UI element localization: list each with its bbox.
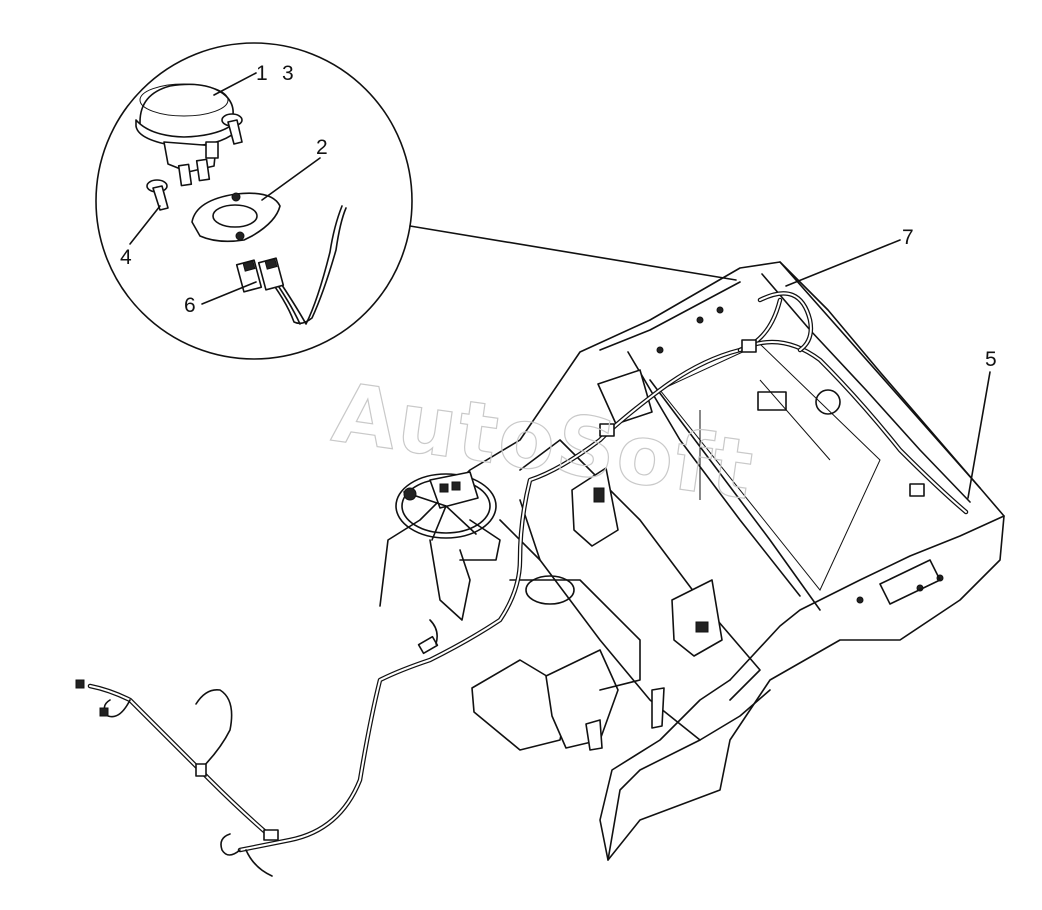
leader-6 [201,281,257,305]
callout-1: 1 [256,62,268,85]
callout-5: 5 [985,348,997,371]
frame-assembly [379,261,1005,861]
detail-view-group [95,42,737,360]
steering-wheel [395,471,501,621]
callout-6: 6 [184,294,196,317]
frame-outline [379,261,1005,861]
leader-2 [261,157,321,201]
gasket-plate-part [191,192,281,243]
leader-7 [785,239,901,287]
leader-4 [129,205,161,245]
watermark: AutoSoft [327,365,761,519]
switch-part [135,83,237,187]
leader-1 [213,72,257,96]
wire-harness [75,291,969,877]
connector-part [235,205,347,325]
callout-7: 7 [902,226,914,249]
callout-4: 4 [120,246,132,269]
detail-leader-line [409,225,737,281]
watermark-text: AutoSoft [327,366,760,519]
leader-5 [967,371,991,499]
screw-part-4 [146,179,169,211]
detail-circle [95,42,413,360]
screw-part-3 [221,113,243,145]
callout-3: 3 [282,62,294,85]
callout-2: 2 [316,136,328,159]
